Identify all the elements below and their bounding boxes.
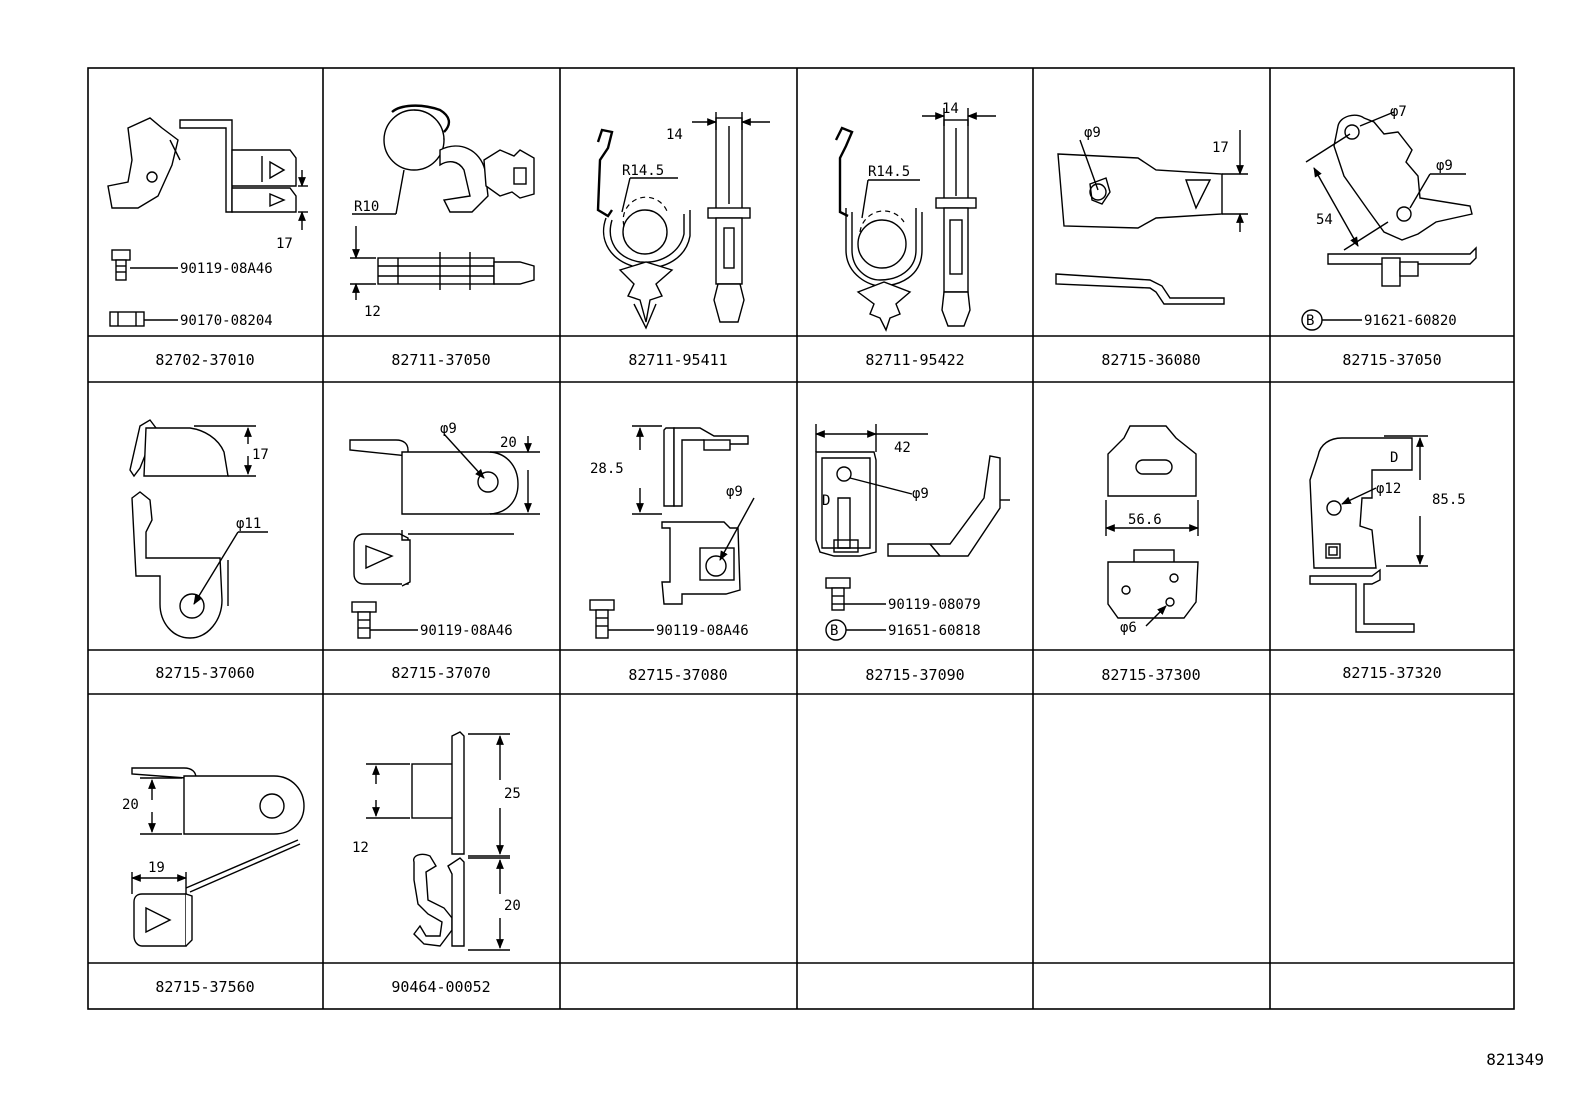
dimension-label: φ9 (912, 486, 929, 502)
part-drawing-90464-00052: 25 12 20 (352, 731, 521, 951)
marker-b: B (830, 623, 838, 639)
dimension-label: φ9 (1084, 125, 1101, 141)
dimension-label: 25 (504, 786, 521, 802)
ref-part-label: 90170-08204 (180, 313, 273, 329)
part-number: 82715-37070 (391, 664, 490, 682)
dimension-label: 17 (1212, 140, 1229, 156)
part-number: 82711-95422 (865, 351, 964, 369)
ref-part-label: 90119-08A46 (656, 623, 749, 639)
part-number: 82715-37560 (155, 978, 254, 996)
dimension-label: φ11 (236, 516, 261, 532)
part-number: 82715-37050 (1342, 351, 1441, 369)
part-number: 82711-95411 (628, 351, 727, 369)
part-number: 82715-37090 (865, 666, 964, 684)
dimension-label: φ12 (1376, 481, 1401, 497)
part-drawing-82715-37320: D φ12 85.5 (1309, 435, 1466, 633)
part-number: 82711-37050 (391, 351, 490, 369)
dimension-label: φ9 (726, 484, 743, 500)
ref-part-label: 90119-08079 (888, 597, 981, 613)
d-mark: D (1390, 450, 1398, 466)
ref-part-label: 90119-08A46 (420, 623, 513, 639)
dimension-label: R10 (354, 199, 379, 215)
dimension-label: 20 (504, 898, 521, 914)
dimension-label: 28.5 (590, 461, 624, 477)
ref-part-label: 90119-08A46 (180, 261, 273, 277)
dimension-label: φ9 (1436, 158, 1453, 174)
part-drawing-82715-37080: 28.5 φ9 90119-08A46 (589, 425, 755, 639)
dimension-label: 14 (942, 101, 959, 117)
dimension-label: 17 (252, 447, 269, 463)
part-drawing-82715-37050: φ7 φ9 54 B 91621-60820 (1301, 104, 1477, 331)
part-drawing-82711-95411: R14.5 14 (596, 112, 770, 330)
part-number: 90464-00052 (391, 978, 490, 996)
dimension-label: 54 (1316, 212, 1333, 228)
part-drawing-82715-37300: 56.6 φ6 (1105, 425, 1199, 636)
dimension-label: φ7 (1390, 104, 1407, 120)
dimension-label: φ9 (440, 421, 457, 437)
dimension-label: 20 (500, 435, 517, 451)
dimension-label: 85.5 (1432, 492, 1466, 508)
part-number: 82715-36080 (1101, 351, 1200, 369)
ref-part-label: 91651-60818 (888, 623, 981, 639)
part-drawing-82715-37060: 17 φ11 (129, 419, 269, 639)
dimension-label: 19 (148, 860, 165, 876)
dimension-label: 12 (352, 840, 369, 856)
diagram-number: 821349 (1486, 1050, 1544, 1069)
part-drawing-82715-37560: 20 19 (122, 767, 305, 947)
d-mark: D (822, 493, 830, 509)
dimension-label: 12 (364, 304, 381, 320)
part-number: 82715-37300 (1101, 666, 1200, 684)
part-number: 82715-37320 (1342, 664, 1441, 682)
part-drawing-82715-36080: φ9 17 (1055, 125, 1248, 305)
dimension-label: 17 (276, 236, 293, 252)
dimension-label: φ6 (1120, 620, 1137, 636)
part-number: 82715-37060 (155, 664, 254, 682)
marker-b: B (1306, 313, 1314, 329)
dimension-label: R14.5 (868, 164, 910, 180)
catalog-grid (87, 67, 1515, 1010)
part-drawing-82711-37050: R10 12 (350, 104, 535, 320)
part-drawing-82715-37090: D 42 φ9 90119-08079 B 91651-60818 (815, 424, 1010, 641)
part-number: 82715-37080 (628, 666, 727, 684)
dimension-label: 14 (666, 127, 683, 143)
dimension-label: 42 (894, 440, 911, 456)
part-drawing-82715-37070: φ9 20 90119-08A46 (349, 421, 540, 639)
part-drawing-82711-95422: R14.5 14 (834, 101, 996, 332)
ref-part-label: 91621-60820 (1364, 313, 1457, 329)
part-number-labels: 82702-37010 82711-37050 82711-95411 8271… (155, 351, 1441, 996)
part-number: 82702-37010 (155, 351, 254, 369)
part-drawing-82702-37010: 17 90119-08A46 90170-08204 (107, 117, 308, 329)
dimension-label: R14.5 (622, 163, 664, 179)
dimension-label: 20 (122, 797, 139, 813)
dimension-label: 56.6 (1128, 512, 1162, 528)
